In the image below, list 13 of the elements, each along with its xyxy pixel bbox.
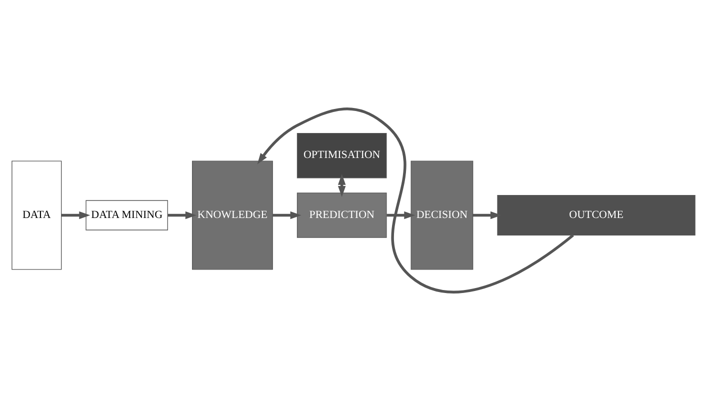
node-box: OPTIMISATION — [296, 132, 387, 178]
arrow — [168, 211, 196, 220]
arrow — [272, 211, 302, 220]
node-box: PREDICTION — [296, 192, 387, 238]
node-box: DATA — [12, 160, 62, 270]
node-box: OUTCOME — [497, 195, 696, 236]
arrow — [61, 211, 90, 220]
node-box: DECISION — [410, 160, 474, 270]
arrow — [257, 108, 574, 294]
arrow — [386, 211, 416, 220]
arrow — [338, 174, 346, 198]
node-box: DATA MINING — [86, 200, 168, 230]
node-box: KNOWLEDGE — [192, 160, 273, 270]
